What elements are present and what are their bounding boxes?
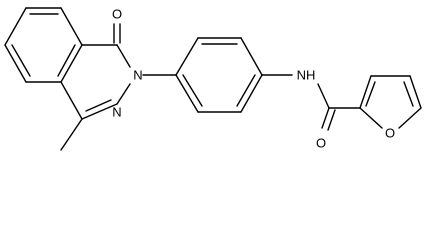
- bond: [60, 118, 83, 151]
- bond: [4, 7, 27, 46]
- bond-double: [236, 74, 256, 107]
- atom-label-n2: N: [133, 68, 142, 83]
- bond: [327, 109, 336, 131]
- bond-double: [403, 81, 414, 107]
- bond: [60, 7, 83, 46]
- bond-double: [57, 44, 76, 77]
- molecule-structure: O N N NH O O: [4, 7, 422, 151]
- bond: [116, 83, 131, 105]
- bond: [240, 74, 263, 113]
- bond-double: [85, 99, 112, 112]
- bond: [359, 75, 372, 109]
- atom-label-amide-nh: NH: [297, 68, 316, 83]
- bond-double: [182, 74, 203, 107]
- benzo-ring: [4, 7, 83, 83]
- pyridazinone-ring: [60, 23, 131, 151]
- bond: [240, 37, 263, 76]
- phenylene-ring: [142, 37, 263, 113]
- furan-ring: [359, 75, 422, 129]
- amide-group: [261, 74, 361, 131]
- bond-double: [365, 81, 376, 107]
- bond: [398, 107, 422, 129]
- bond: [4, 44, 27, 83]
- bond: [175, 74, 199, 113]
- bond: [175, 37, 199, 76]
- bond: [116, 44, 131, 68]
- bond: [81, 103, 118, 120]
- bond: [321, 107, 330, 129]
- atom-label-amide-oxygen: O: [316, 136, 326, 151]
- bond: [317, 83, 330, 109]
- atom-label-furan-oxygen: O: [385, 126, 395, 141]
- atom-label-n3: N: [112, 105, 121, 120]
- bond: [409, 75, 422, 109]
- atom-label-carbonyl-oxygen: O: [112, 7, 122, 22]
- bond: [60, 44, 83, 83]
- bond-double: [11, 44, 31, 77]
- bond: [359, 107, 383, 129]
- molecule-diagram: O N N NH O O: [4, 7, 422, 151]
- bond: [60, 81, 83, 120]
